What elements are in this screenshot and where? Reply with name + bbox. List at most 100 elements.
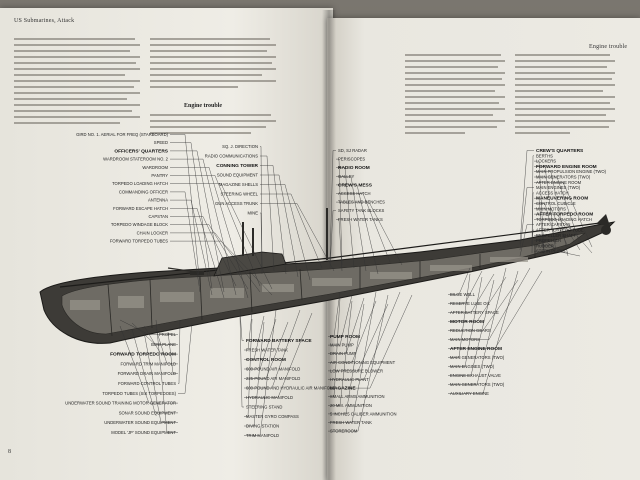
callout-label-air-conditioning: AIR CONDITIONING EQUIPMENT (330, 360, 396, 365)
callout-leader-pantry (170, 175, 261, 287)
callout-leader-hull-frame (170, 134, 201, 287)
callout-leader-after-engine (534, 182, 593, 248)
callout-label-periscopes: PERISCOPES (338, 157, 365, 162)
callout-leader-diving-station (244, 321, 265, 427)
callout-label-fwd-escape: FORWARD ESCAPE HATCH (113, 206, 168, 211)
callout-label-commanding-officer: COMMANDING OFFICER (119, 189, 168, 194)
callout-label-torpedo-loading-2: TORPEDO LOADING HATCH (536, 217, 592, 222)
callout-leader-fresh-water-tank (244, 312, 253, 351)
callout-label-safety-tank: SAFETY TANK BLOCKS (338, 208, 385, 213)
callout-label-after-torpedo: AFTER TORPEDO ROOM (536, 212, 593, 218)
callout-label-after-capstan: AFTER CAPSTAN (536, 222, 570, 227)
page-number: 8 (8, 449, 11, 455)
callout-label-lockers: LOCKERS (536, 159, 556, 164)
callout-label-fwd-torpedo-room: FORWARD TORPEDO ROOM (110, 352, 176, 358)
callout-leader-radio-direction (260, 146, 263, 269)
callout-label-officers: OFFICERS' QUARTERS (114, 148, 168, 154)
callout-label-air-manifold-600-2: 600-POUND AND HYDRAULIC AIR MANIFOLD (246, 386, 335, 391)
callout-label-torpedo-loading: TORPEDO LOADING HATCH (112, 181, 168, 186)
callout-leader-sd-radar (329, 150, 336, 263)
callout-leader-radio-room (336, 167, 355, 269)
callout-label-torpedo-racks: TORPEDO WINDAGE BLOCK (111, 222, 168, 227)
callout-leader-fwd-torpedo-room (143, 325, 178, 355)
callout-leader-maneuvering (534, 198, 545, 257)
callout-leader-main-engines-2 (448, 276, 483, 367)
callout-leader-forward-engine (534, 166, 557, 254)
callout-label-motor-room: MOTOR ROOM (450, 319, 484, 325)
body-text-column-4 (515, 54, 615, 146)
callout-leader-capstan (170, 216, 237, 287)
callout-leader-torpedo-tubes-6 (178, 322, 193, 394)
callout-leader-antenna (170, 199, 213, 296)
callout-label-underwater-sound-2: UNDERWATER SOUND EQUIPMENT (104, 420, 176, 425)
callout-leader-berths (531, 155, 534, 248)
callout-label-steering-stand: STEERING STAND (246, 405, 282, 410)
callout-leader-torpedo-loading-2 (534, 219, 593, 254)
callout-leader-air-manifold-600 (244, 318, 277, 370)
body-text-column-3 (405, 54, 505, 146)
callout-leader-wardroom (170, 167, 249, 299)
callout-leader-fresh-water-tank-2 (328, 291, 377, 423)
callout-label-after-battery: AFTER BATTERY SPACE (450, 310, 499, 315)
callout-label-main-pump: MAIN PUMP (330, 343, 354, 348)
callout-label-fresh-water-tank: FRESH WATER TANK (246, 348, 288, 353)
callout-label-control-cubicle: CONTROL CUBICLE (536, 201, 576, 206)
propeller-shape (601, 225, 611, 235)
callout-leader-mine (260, 212, 263, 275)
callout-label-propeller: PROPELLER (536, 238, 561, 243)
callout-label-radio-direction: SQ. J. DIRECTION (222, 144, 258, 149)
section-heading: Engine trouble (184, 103, 223, 109)
callout-leader-crew-quarters (519, 150, 534, 245)
callout-leader-master-gyro (244, 318, 253, 417)
running-head-right: Engine trouble (589, 44, 628, 50)
callout-leader-air-manifold-600-2 (244, 309, 301, 389)
callout-label-air-manifold-225: 225-POUND AIR MANIFOLD (246, 376, 300, 381)
periscope-mast-1 (242, 222, 244, 256)
callout-leader-steering-wheel (260, 193, 323, 269)
callout-leader-small-arms (328, 297, 341, 397)
callout-leader-safety-tank (329, 210, 336, 269)
callout-label-ammo-5inch: 5 INCH/25 CALIBER AMMUNITION (330, 411, 397, 416)
callout-leader-sonar-equip (131, 328, 178, 414)
left-page: US Submarines, Attack Engine trouble 8 (0, 8, 333, 480)
callout-leader-access-hatch-2 (531, 192, 534, 254)
callout-label-bilge-well: BILGE WELL (450, 292, 476, 297)
callout-leader-engine-exhaust (448, 279, 495, 376)
callout-leader-after-capstan (519, 224, 534, 257)
callout-label-fairwater: SPEED (154, 140, 168, 145)
callout-leader-low-pressure-blower (328, 303, 389, 372)
callout-leader-hydraulic-manifold (244, 312, 313, 398)
callout-label-sd-radar: SD, SJ RADAR (338, 148, 367, 153)
callout-leader-main-motors (534, 208, 569, 248)
radar-mast (326, 208, 328, 260)
callout-leader-sound-equip (260, 174, 299, 278)
labels-top-left: GIRD NO. 1. AERIAL FOR FREQ (STARBOARD)S… (76, 132, 273, 299)
callout-label-master-gyro: MASTER GYRO COMPASS (246, 414, 299, 419)
callout-leader-wardroom-stateroom (170, 158, 237, 296)
callout-leader-storeroom (328, 294, 389, 432)
callout-label-conning-tower: CONNING TOWER (216, 163, 258, 169)
callout-leader-fairwater (170, 142, 213, 290)
callout-leader-fwd-control (178, 319, 181, 384)
body-text-column-2b (150, 114, 276, 148)
callout-leader-auxiliary-engine (448, 270, 519, 394)
rudder-shape (596, 214, 610, 226)
callout-leader-officers (170, 150, 225, 293)
callout-leader-magazine-shells (260, 184, 311, 281)
callout-leader-trim-manifold (244, 309, 277, 436)
callout-label-antenna: ANTENNA (148, 198, 168, 203)
callout-label-access-hatch-2: ACCESS HATCH (536, 190, 569, 195)
callout-label-after-torpedo-tube: AFTER TORPEDO TUBE (536, 228, 584, 233)
callout-leader-radio-comms (260, 155, 275, 272)
callout-label-control-room: CONTROL ROOM (246, 357, 286, 363)
callout-leader-tables-benches (336, 201, 403, 266)
callout-leader-fwd-battery (239, 309, 244, 341)
callout-leader-propeller-shaft (534, 235, 545, 248)
